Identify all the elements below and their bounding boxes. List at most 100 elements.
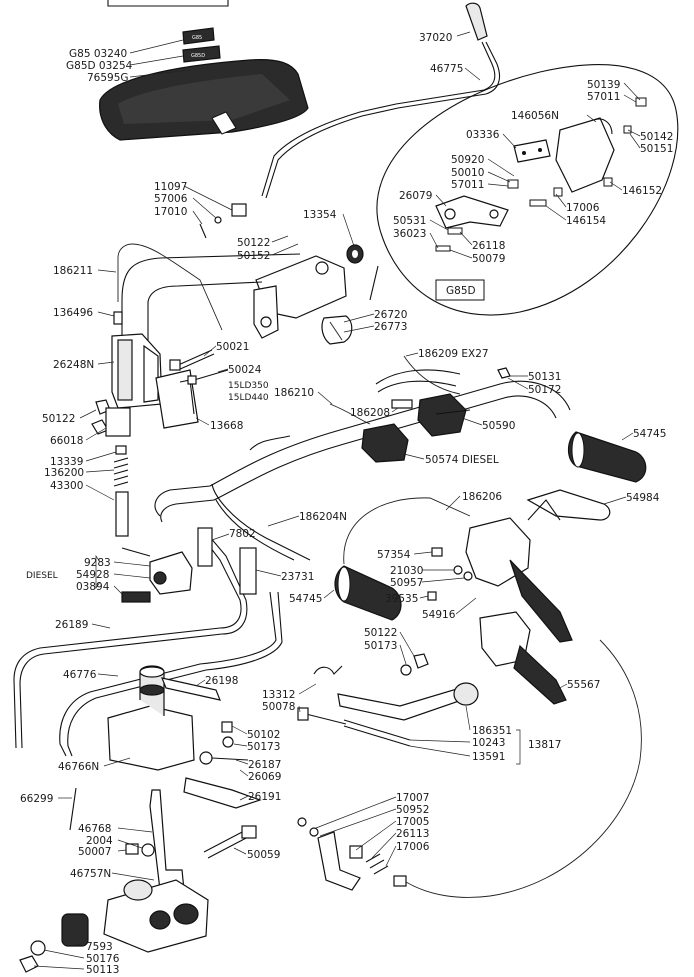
washer-50173b bbox=[222, 736, 234, 748]
label-66018: 66018 bbox=[50, 435, 83, 447]
label-17006-inset: 17006 bbox=[566, 202, 600, 214]
label-186206: 186206 bbox=[462, 491, 502, 503]
label-54916: 54916 bbox=[422, 609, 456, 621]
label-50122-c: 50122 bbox=[364, 627, 397, 639]
label-66299: 66299 bbox=[20, 793, 53, 805]
grommet-13354 bbox=[346, 244, 364, 264]
plate-66018 bbox=[105, 407, 131, 437]
cable-186211 bbox=[117, 243, 223, 331]
label-g85d-03254: G85D 03254 bbox=[66, 60, 133, 72]
label-50122-b: 50122 bbox=[42, 413, 75, 425]
label-26079: 26079 bbox=[399, 190, 432, 202]
cable-186209 bbox=[403, 355, 461, 395]
decal-g85: G85 bbox=[182, 27, 215, 45]
label-15ld440: 15LD440 bbox=[228, 393, 269, 403]
washer-50176 bbox=[30, 940, 46, 956]
bolt-39535 bbox=[427, 591, 437, 601]
svg-text:G85D: G85D bbox=[191, 53, 205, 59]
washer-21030 bbox=[453, 565, 463, 575]
washer-2004 bbox=[141, 843, 155, 857]
lever-55567 bbox=[479, 611, 567, 705]
label-17005: 17005 bbox=[396, 816, 429, 828]
diesel-block-54928 bbox=[149, 551, 193, 595]
bracket-26248N bbox=[111, 333, 163, 409]
label-54745-right: 54745 bbox=[633, 428, 666, 440]
label-50173-b: 50173 bbox=[247, 741, 280, 753]
bolt-50021 bbox=[169, 349, 215, 371]
bushing-7593 bbox=[61, 913, 89, 947]
label-50007: 50007 bbox=[78, 846, 111, 858]
bolt-50078 bbox=[297, 707, 347, 725]
label-186209-ex27: 186209 EX27 bbox=[418, 348, 489, 360]
engine-cover bbox=[99, 59, 309, 141]
label-57011-b: 57011 bbox=[451, 179, 484, 191]
label-26113: 26113 bbox=[396, 828, 429, 840]
label-26773: 26773 bbox=[374, 321, 407, 333]
label-50142: 50142 bbox=[640, 131, 673, 143]
label-186351: 186351 bbox=[472, 725, 512, 737]
cable-bracket bbox=[297, 817, 407, 891]
throttle-lever-50590 bbox=[417, 393, 471, 437]
label-50590: 50590 bbox=[482, 420, 515, 432]
label-17007: 17007 bbox=[396, 792, 429, 804]
base-46757N bbox=[103, 879, 209, 953]
throttle-knob bbox=[465, 2, 488, 41]
cable-lower bbox=[405, 639, 642, 898]
throttle-rod-46775 bbox=[261, 41, 496, 197]
label-50059: 50059 bbox=[247, 849, 280, 861]
label-37020: 37020 bbox=[419, 32, 452, 44]
label-50131: 50131 bbox=[528, 371, 561, 383]
inset-model-tag: G85D bbox=[446, 285, 476, 297]
inset-labels: 50139 57011 146056N 50142 50151 03336 50… bbox=[393, 79, 673, 297]
label-7802: 7802 bbox=[229, 528, 256, 540]
pin-57354 bbox=[431, 547, 443, 557]
label-9283: 9283 bbox=[84, 557, 111, 569]
leader-lines bbox=[33, 31, 641, 970]
label-13591: 13591 bbox=[472, 751, 505, 763]
bushing-23731 bbox=[239, 547, 257, 595]
label-39535: 39535 bbox=[385, 593, 418, 605]
label-50531: 50531 bbox=[393, 215, 426, 227]
label-43300: 43300 bbox=[50, 480, 83, 492]
label-146056n: 146056N bbox=[511, 110, 559, 122]
label-50172: 50172 bbox=[528, 384, 561, 396]
clip-17010 bbox=[199, 203, 247, 239]
throttle-lever-50574 bbox=[361, 423, 409, 463]
label-g85-03240: G85 03240 bbox=[69, 48, 127, 60]
top-frame-fragment bbox=[107, 0, 229, 7]
bushing-7802 bbox=[197, 527, 213, 567]
label-146152: 146152 bbox=[622, 185, 662, 197]
label-57354: 57354 bbox=[377, 549, 411, 561]
label-50574-diesel: 50574 DIESEL bbox=[425, 454, 499, 466]
label-46768: 46768 bbox=[78, 823, 111, 835]
label-76595g: 76595G bbox=[87, 72, 129, 84]
rod-26189 bbox=[13, 533, 242, 749]
nut-50957 bbox=[463, 571, 473, 581]
label-21030: 21030 bbox=[390, 565, 423, 577]
label-186210: 186210 bbox=[274, 387, 314, 399]
label-26248n: 26248N bbox=[53, 359, 94, 371]
spring-26187 bbox=[199, 751, 249, 765]
label-11097: 11097 bbox=[154, 181, 187, 193]
nut-50122c bbox=[413, 653, 429, 669]
label-17010: 17010 bbox=[154, 206, 187, 218]
label-50122-a: 50122 bbox=[237, 237, 270, 249]
label-50176: 50176 bbox=[86, 953, 120, 965]
label-50151: 50151 bbox=[640, 143, 673, 155]
label-146154: 146154 bbox=[566, 215, 606, 227]
label-50139: 50139 bbox=[587, 79, 620, 91]
label-03336: 03336 bbox=[466, 129, 500, 141]
link-26191 bbox=[183, 777, 262, 809]
label-13817: 13817 bbox=[528, 739, 561, 751]
inset-g85d bbox=[369, 64, 679, 316]
label-50079: 50079 bbox=[472, 253, 505, 265]
nut-50113 bbox=[19, 955, 39, 973]
label-54745-left: 54745 bbox=[289, 593, 322, 605]
label-26187: 26187 bbox=[248, 759, 281, 771]
ferrule-136496 bbox=[113, 311, 123, 325]
rod-46776 bbox=[59, 591, 277, 757]
main-tube-left bbox=[121, 257, 161, 372]
label-186211: 186211 bbox=[53, 265, 93, 277]
cable-186206 bbox=[343, 497, 471, 565]
